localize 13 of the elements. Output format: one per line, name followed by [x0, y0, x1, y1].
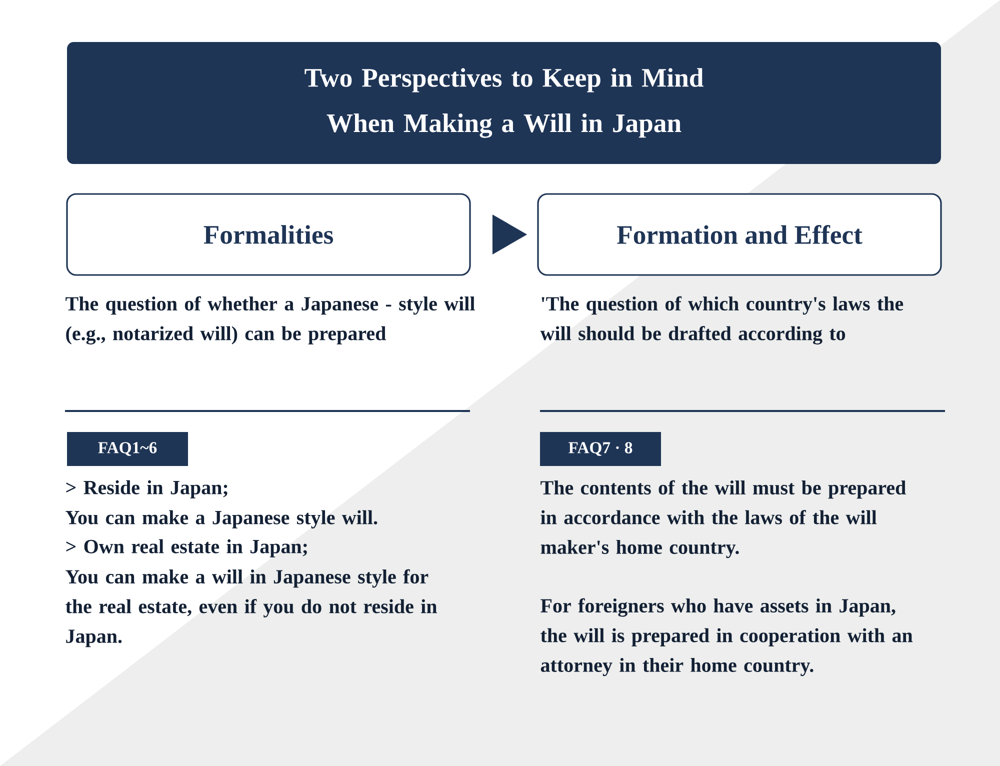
heading-box: Formation and Effect — [537, 193, 942, 276]
paragraph: You can make a Japanese style will. — [66, 510, 378, 528]
paragraph: The question of whether a Japanese - style will (e.g., notarized will) can be prepared — [66, 296, 475, 344]
faq-tag: FAQ7 · 8 — [540, 432, 661, 466]
paragraph: The contents of the will must be prepared in accordance with the laws of the will maker's home country. — [540, 480, 906, 558]
faq-tag: FAQ1~6 — [67, 432, 188, 466]
heading-box: Formalities — [66, 193, 471, 276]
title-banner: Two Perspectives to Keep in Mind When Making a Will in Japan — [67, 42, 941, 164]
paragraph: For foreigners who have assets in Japan, the will is prepared in cooperation with an attorney in their home country. — [540, 598, 913, 676]
arrow — [492, 214, 528, 254]
paragraph: 'The question of which country's laws the will should be drafted according to — [540, 296, 904, 344]
paragraph: You can make a will in Japanese style for the real estate, even if you do not reside in Japan. — [66, 569, 437, 648]
paragraph: > Own real estate in Japan; — [66, 539, 307, 558]
